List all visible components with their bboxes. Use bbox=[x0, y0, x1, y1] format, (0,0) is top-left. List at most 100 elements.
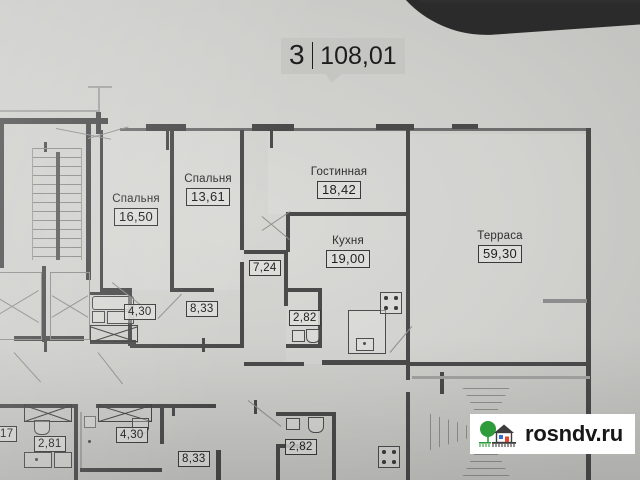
corridor-lower-dot bbox=[88, 440, 91, 443]
wall-lower-right-partition bbox=[440, 372, 444, 394]
wall-core-top-arc bbox=[88, 86, 112, 88]
wall-stair-landing bbox=[44, 142, 47, 152]
wall-bath1-bottom bbox=[90, 340, 136, 344]
wall-corridor-bottom bbox=[130, 344, 244, 348]
wall-core-right bbox=[86, 120, 91, 280]
watermark[interactable]: rosndv.ru bbox=[469, 414, 635, 454]
wall-stub-top-1 bbox=[166, 128, 169, 150]
watermark-text: rosndv.ru bbox=[524, 421, 623, 446]
wall-corridor-top bbox=[170, 276, 174, 292]
wall-stub-terrace-right bbox=[543, 299, 587, 303]
label-living-room: Гостинная 18,42 bbox=[293, 166, 385, 199]
window-block-1 bbox=[146, 124, 186, 131]
total-area: 108,01 bbox=[320, 42, 397, 70]
wc-lower-left bbox=[54, 452, 72, 468]
leader-line-9 bbox=[13, 352, 42, 383]
wall-bath1-top bbox=[90, 292, 132, 295]
bathtub-upper bbox=[92, 296, 134, 310]
label-bedroom-2: Спальня 13,61 bbox=[170, 173, 246, 206]
wall-lower-divider bbox=[74, 404, 78, 480]
wall-kitchen-left bbox=[286, 214, 290, 252]
wall-core-right2 bbox=[96, 112, 101, 134]
label-wc1-area-value: 2,82 bbox=[289, 310, 321, 326]
label-bedroom-1-name: Спальня bbox=[112, 193, 160, 205]
label-corridor-area-value: 8,33 bbox=[186, 301, 218, 317]
label-terrace: Терраса 59,30 bbox=[452, 230, 548, 263]
wall-corridor-seg bbox=[202, 338, 205, 352]
label-edge-left-area-value: 17 bbox=[0, 426, 18, 442]
wc-bowl-lower bbox=[286, 418, 300, 430]
kitchen-counter bbox=[348, 310, 386, 354]
leader-line-4 bbox=[157, 293, 182, 319]
wall-core-left bbox=[0, 124, 4, 252]
sink-lower-left bbox=[34, 420, 50, 435]
wall-bedroom2-right-lower bbox=[240, 262, 244, 348]
wall-terrace-bottom bbox=[406, 362, 590, 366]
wall-bedroom2-right bbox=[240, 130, 244, 250]
wall-right-outer bbox=[586, 128, 591, 480]
label-corridor-lower-area: 8,33 bbox=[178, 449, 210, 467]
house-tree-logo-icon bbox=[478, 421, 516, 447]
wall-wc-lower-right bbox=[332, 412, 336, 480]
label-kitchen-name: Кухня bbox=[332, 235, 364, 247]
photo-edge-shadow bbox=[376, 0, 640, 43]
label-bath-lower-area-value: 4,30 bbox=[116, 427, 148, 443]
wall-lower-room bbox=[80, 468, 162, 472]
kitchen-sink-drain bbox=[363, 342, 366, 345]
label-bedroom-2-name: Спальня bbox=[184, 173, 232, 185]
wall-lower-kitchen-left bbox=[406, 392, 410, 480]
stairs-left bbox=[32, 148, 82, 260]
wall-hall-top bbox=[244, 250, 288, 254]
label-terrace-area: 59,30 bbox=[477, 245, 523, 263]
label-corridor-area: 8,33 bbox=[186, 299, 218, 317]
label-wc-lower-area: 2,82 bbox=[285, 437, 317, 455]
label-edge-left-area: 17 bbox=[0, 424, 18, 442]
wall-top-main bbox=[120, 128, 590, 131]
washbasin-upper bbox=[92, 311, 105, 323]
label-hall-area: 7,24 bbox=[249, 258, 281, 276]
window-block-3 bbox=[376, 124, 414, 130]
fill-living bbox=[268, 132, 406, 214]
shaft-room-2 bbox=[50, 272, 90, 340]
wall-shaft-divider bbox=[42, 266, 46, 342]
stove-icon-lower bbox=[378, 446, 400, 468]
wall-kitchen-bottom bbox=[322, 360, 408, 365]
shower-upper bbox=[90, 325, 138, 342]
leader-line-10 bbox=[97, 352, 124, 385]
label-wc-lower-area-value: 2,82 bbox=[285, 439, 317, 455]
corridor-lower-fixture-1 bbox=[84, 416, 96, 428]
label-kitchen-area: 19,00 bbox=[325, 250, 371, 268]
wall-lower-vert-3 bbox=[216, 450, 221, 480]
wall-wc1-bottom bbox=[286, 344, 322, 348]
wall-shaft-bottom-stub bbox=[44, 338, 47, 352]
label-living-room-name: Гостинная bbox=[310, 166, 368, 178]
wall-terrace-lower-band bbox=[412, 376, 590, 379]
room-count: 3 bbox=[289, 39, 305, 70]
label-bath-left-area-value: 2,81 bbox=[34, 436, 66, 452]
window-block-2 bbox=[252, 124, 294, 131]
wall-bedroom2-bottom bbox=[174, 288, 214, 292]
shaft-room-1 bbox=[0, 272, 42, 340]
wall-wc-lower-top bbox=[276, 412, 336, 416]
wall-core-top bbox=[0, 118, 108, 124]
wall-lower-partition-3 bbox=[172, 404, 175, 416]
wall-core-top-outline bbox=[0, 110, 100, 112]
wall-shaft-bottom bbox=[14, 336, 84, 341]
wc-bowl-upper bbox=[292, 330, 305, 342]
wall-hall-right bbox=[284, 250, 288, 306]
window-block-4 bbox=[452, 124, 478, 129]
wall-bedroom1-left bbox=[100, 130, 103, 292]
wall-lower-room-outline bbox=[80, 412, 82, 468]
wall-stub-top-2 bbox=[270, 128, 273, 148]
stove-icon bbox=[380, 292, 402, 314]
label-bedroom-1: Спальня 16,50 bbox=[98, 193, 174, 226]
label-bath-left-area: 2,81 bbox=[34, 434, 66, 452]
wall-kitchen-top bbox=[286, 212, 408, 216]
sink-upper bbox=[306, 329, 320, 343]
label-hall-area-value: 7,24 bbox=[249, 260, 281, 276]
bathtub-lower bbox=[24, 452, 52, 468]
bathtub-lower-drain bbox=[35, 458, 38, 461]
wall-wc1-top bbox=[286, 288, 322, 292]
label-bedroom-1-area: 16,50 bbox=[113, 208, 159, 226]
